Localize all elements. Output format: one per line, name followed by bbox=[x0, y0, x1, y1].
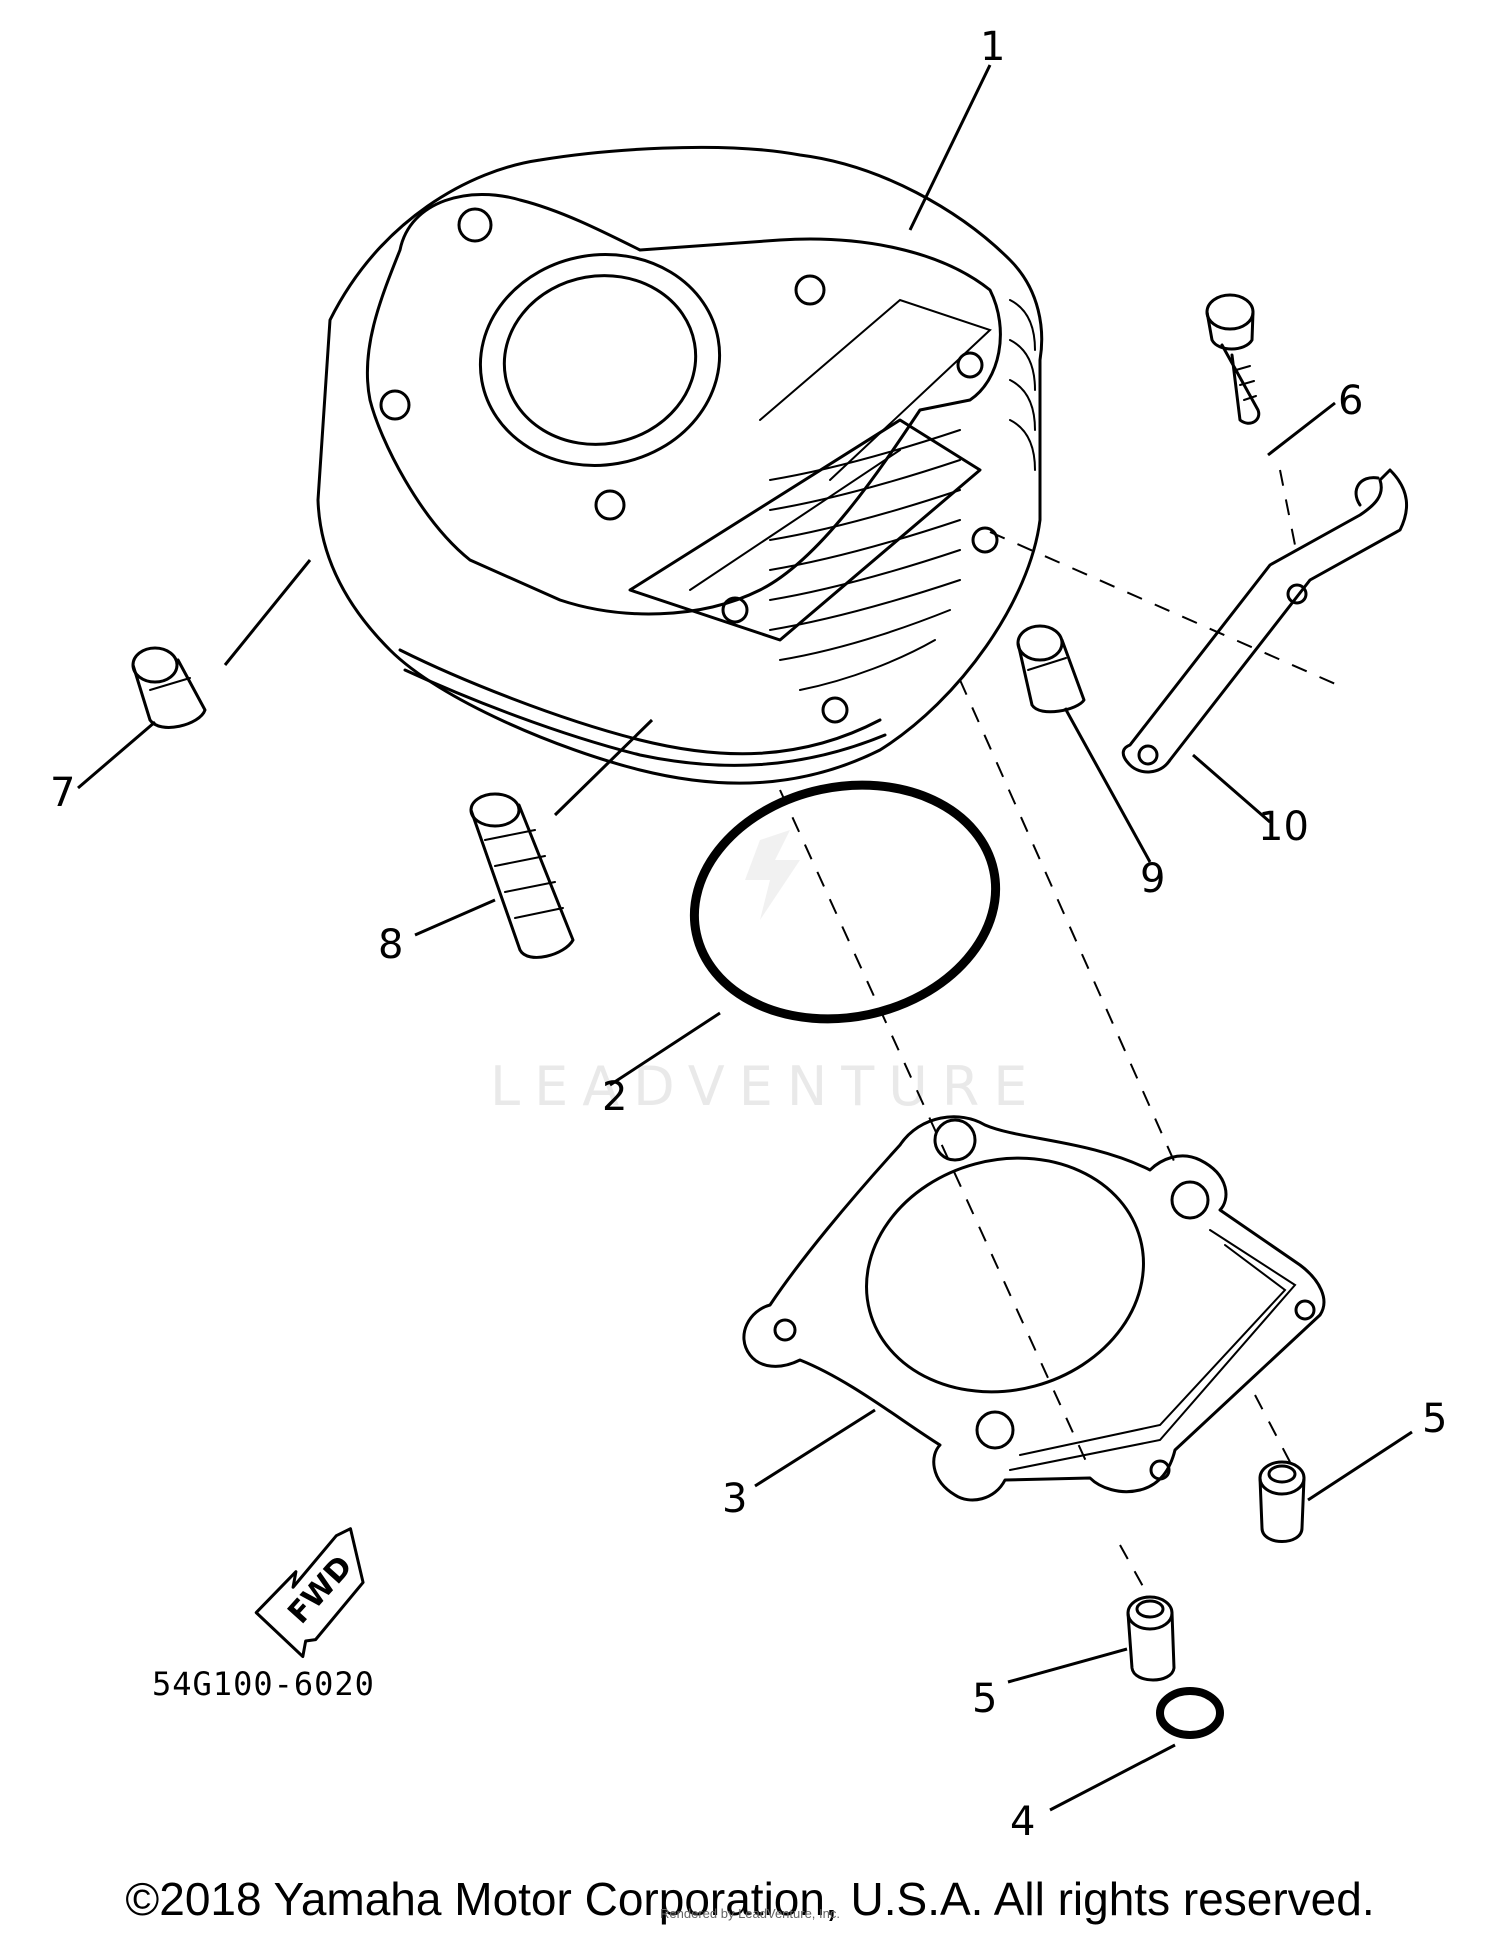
callout-labels: 1 2 3 4 5 5 6 7 8 9 10 bbox=[50, 24, 1447, 1845]
leader-lines bbox=[77, 64, 1413, 1812]
callout-9: 9 bbox=[1140, 856, 1165, 902]
callout-7: 7 bbox=[50, 770, 75, 816]
callout-5-right: 5 bbox=[1422, 1396, 1447, 1442]
callout-8: 8 bbox=[378, 922, 403, 968]
callout-4: 4 bbox=[1010, 1799, 1035, 1845]
rendered-by-note: Rendered by LeadVenture, Inc. bbox=[660, 1906, 840, 1921]
dowel-pin-part-5-right[interactable] bbox=[1258, 1460, 1306, 1543]
forward-direction-arrow: FWD bbox=[254, 1527, 365, 1659]
callout-3: 3 bbox=[722, 1476, 747, 1522]
stud-part-8[interactable] bbox=[469, 792, 575, 959]
callout-10: 10 bbox=[1258, 804, 1309, 850]
cylinder-part-1[interactable] bbox=[316, 145, 1044, 785]
watermark-text: LEADVENTURE bbox=[490, 1055, 1041, 1118]
circlip-part-4[interactable] bbox=[1156, 1687, 1224, 1739]
base-gasket-part-3[interactable] bbox=[742, 1115, 1326, 1502]
diagram-code: 54G100-6020 bbox=[152, 1665, 375, 1703]
bracket-part-10[interactable] bbox=[1121, 468, 1409, 774]
watermark: LEADVENTURE bbox=[490, 830, 1041, 1118]
dowel-part-9[interactable] bbox=[1016, 624, 1086, 714]
alignment-lines bbox=[779, 469, 1341, 1591]
bolt-part-6[interactable] bbox=[1205, 293, 1261, 425]
fwd-label: FWD bbox=[281, 1549, 360, 1631]
dowel-pin-part-5-lower[interactable] bbox=[1126, 1595, 1176, 1682]
o-ring-part-2[interactable] bbox=[672, 758, 1017, 1046]
copyright-notice: ©2018 Yamaha Motor Corporation, U.S.A. A… bbox=[125, 1873, 1375, 1925]
callout-2: 2 bbox=[602, 1074, 627, 1120]
plug-part-7[interactable] bbox=[131, 646, 207, 729]
callout-1: 1 bbox=[980, 24, 1005, 70]
callout-5-lower: 5 bbox=[972, 1676, 997, 1722]
callout-6: 6 bbox=[1338, 378, 1363, 424]
